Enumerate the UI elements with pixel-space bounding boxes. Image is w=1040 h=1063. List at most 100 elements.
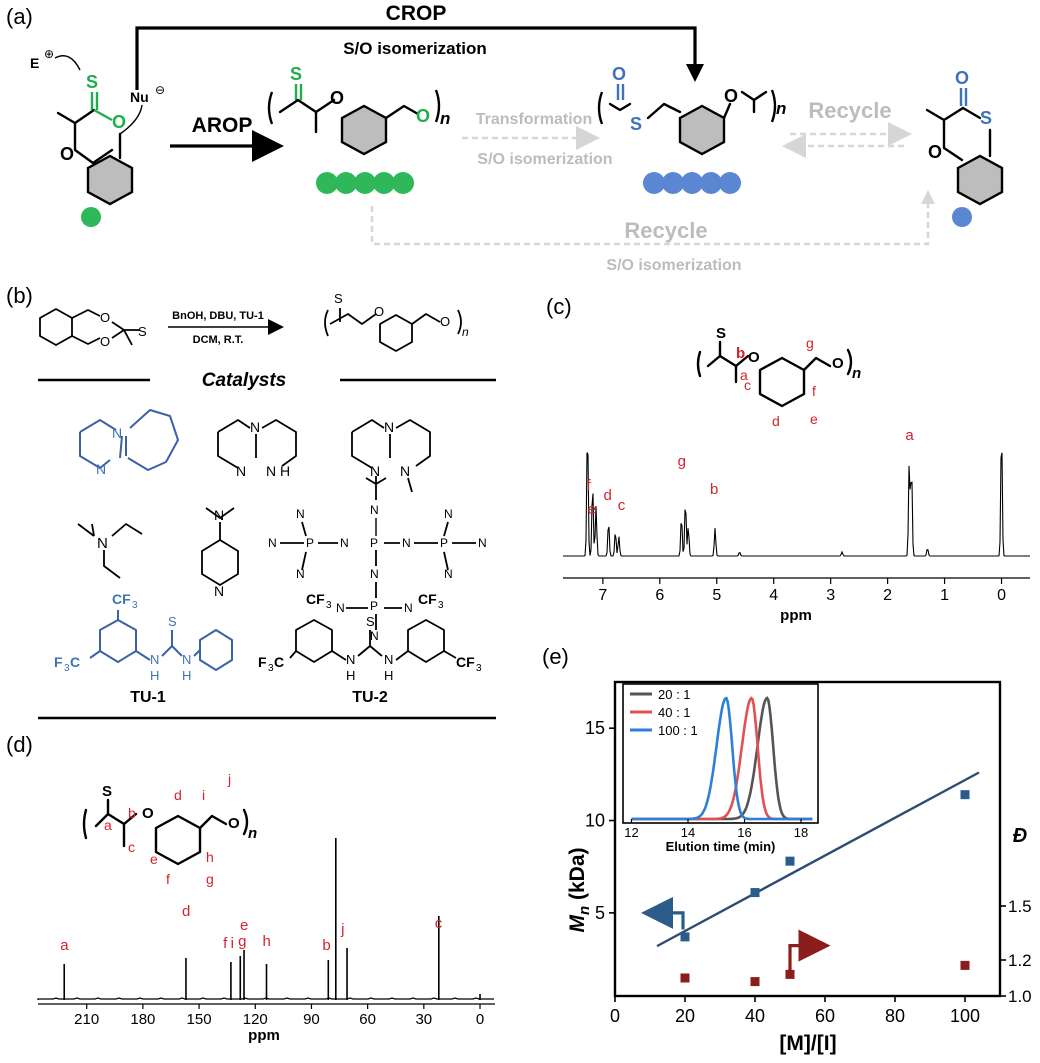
chart-e-y2tick-label-1.0: 1.0: [1008, 987, 1032, 1006]
svg-text:CF: CF: [306, 591, 325, 607]
c13-tick-label-180: 180: [130, 1011, 155, 1028]
svg-text:N: N: [402, 536, 411, 550]
c13-peak-label-b: b: [322, 937, 330, 954]
c13-peak-label-f: f: [223, 935, 228, 952]
h1-tick-label-1: 1: [940, 587, 949, 604]
electrophile-charge: ⊕: [44, 47, 54, 61]
c13-peak-label-g: g: [238, 933, 246, 950]
mn-point-3: [960, 790, 970, 800]
h1-tick-label-7: 7: [598, 587, 607, 604]
panel-label-e: (e): [542, 644, 569, 669]
nucleophile-charge: ⊖: [155, 83, 165, 97]
chart-e-frame: [613, 680, 1002, 998]
mtbd-structure: N N N: [351, 419, 431, 493]
dispersity-axis-arrow: [788, 929, 831, 971]
c13-baseline: [37, 997, 494, 1000]
svg-text:N: N: [182, 652, 191, 667]
conditions-bottom: DCM, R.T.: [193, 334, 244, 346]
svg-text:N: N: [296, 507, 305, 521]
svg-text:3: 3: [438, 600, 444, 611]
chart-e-fit-line: [656, 771, 980, 948]
svg-text:H: H: [182, 668, 191, 683]
transformation-so-label: S/O isomerization: [477, 151, 612, 168]
svg-text:N: N: [96, 461, 106, 477]
svg-text:N: N: [268, 536, 277, 550]
arop-label: AROP: [192, 114, 253, 137]
svg-text:N: N: [370, 463, 380, 479]
blue-monomer-bead: [952, 207, 972, 227]
c13-peak-label-d: d: [182, 903, 190, 920]
svg-text:C: C: [70, 654, 80, 670]
thionolactone-monomer: E ⊕ S O O Nu ⊖: [30, 47, 165, 227]
svg-text:f: f: [166, 871, 170, 887]
h1-tick-label-6: 6: [655, 587, 664, 604]
chart-e-xtick-label-100: 100: [950, 1006, 980, 1026]
panel-label-c: (c): [546, 294, 572, 319]
svg-text:N: N: [444, 567, 453, 581]
tbd-structure: N N N H: [217, 419, 297, 479]
c13-peak-label-e: e: [240, 917, 248, 934]
svg-text:n: n: [440, 109, 450, 128]
svg-text:CF: CF: [112, 591, 131, 607]
chart-e-xtick-label-80: 80: [885, 1006, 905, 1026]
svg-text:N: N: [384, 652, 393, 667]
triethylamine-structure: N: [77, 523, 143, 579]
h1-x-label: ppm: [780, 607, 812, 624]
svg-text:g: g: [806, 335, 814, 351]
h1-peak-label-c: c: [618, 497, 626, 514]
catalysts-title: Catalysts: [202, 370, 287, 391]
svg-text:S: S: [290, 64, 302, 84]
ring-o: O: [112, 112, 126, 132]
svg-text:P: P: [370, 536, 378, 550]
gpc-legend-label-2: 100 : 1: [658, 723, 698, 738]
h1-tick-label-4: 4: [769, 587, 778, 604]
svg-text:O: O: [832, 355, 844, 372]
gpc-xlabel: Elution time (min): [666, 839, 776, 854]
svg-text:O: O: [955, 68, 969, 88]
thiolactone-monomer: O S O: [925, 68, 1004, 227]
structure-d: S a b c O d e f g h i j O n: [82, 771, 257, 887]
h1-tick-label-5: 5: [712, 587, 721, 604]
green-monomer-bead: [81, 207, 101, 227]
svg-text:a: a: [740, 367, 748, 383]
chart-e-xtick-label-20: 20: [675, 1006, 695, 1026]
chart-e-ylabel: Mn (kDa): [566, 847, 593, 932]
svg-text:3: 3: [476, 663, 482, 674]
gpc-tick-label-12: 12: [624, 825, 638, 840]
chart-e-xtick-label-60: 60: [815, 1006, 835, 1026]
svg-text:b: b: [736, 345, 745, 362]
svg-text:N: N: [336, 601, 345, 615]
h1-nmr-trace: [563, 452, 1030, 557]
crop-so-label: S/O isomerization: [343, 39, 487, 58]
c13-tick-label-120: 120: [243, 1011, 268, 1028]
tu2-structure: CF 3 F 3 C N H S N H CF 3 CF 3 TU-2: [258, 591, 482, 706]
recycle-so-label: S/O isomerization: [606, 257, 741, 274]
green-bead-chain: [316, 172, 414, 194]
transformation-label: Transformation: [476, 111, 592, 128]
c13-tick-label-150: 150: [187, 1011, 212, 1028]
svg-text:N: N: [404, 601, 413, 615]
svg-text:O: O: [330, 88, 344, 108]
svg-text:O: O: [440, 314, 450, 329]
svg-text:CF: CF: [456, 654, 475, 670]
svg-text:N: N: [370, 567, 379, 581]
svg-text:N: N: [384, 419, 394, 435]
svg-text:N: N: [150, 652, 159, 667]
svg-text:S: S: [334, 291, 343, 306]
nucleophile-label: Nu: [130, 89, 149, 105]
gpc-inset-frame: [622, 683, 819, 824]
c13-peak-label-i: i: [231, 935, 234, 952]
svg-text:j: j: [227, 771, 231, 787]
h1-peak-label-d: d: [604, 487, 612, 504]
tu1-structure: CF 3 F 3 C N H S N H TU-1: [54, 591, 233, 706]
svg-text:n: n: [852, 365, 861, 382]
svg-text:S: S: [138, 324, 147, 339]
svg-text:3: 3: [132, 600, 138, 611]
h1-peak-label-g: g: [678, 453, 686, 470]
gpc-trace-2: [631, 696, 813, 821]
svg-text:N: N: [97, 535, 108, 552]
chart-e-y2label: Đ: [1013, 825, 1027, 847]
svg-text:O: O: [142, 805, 154, 822]
